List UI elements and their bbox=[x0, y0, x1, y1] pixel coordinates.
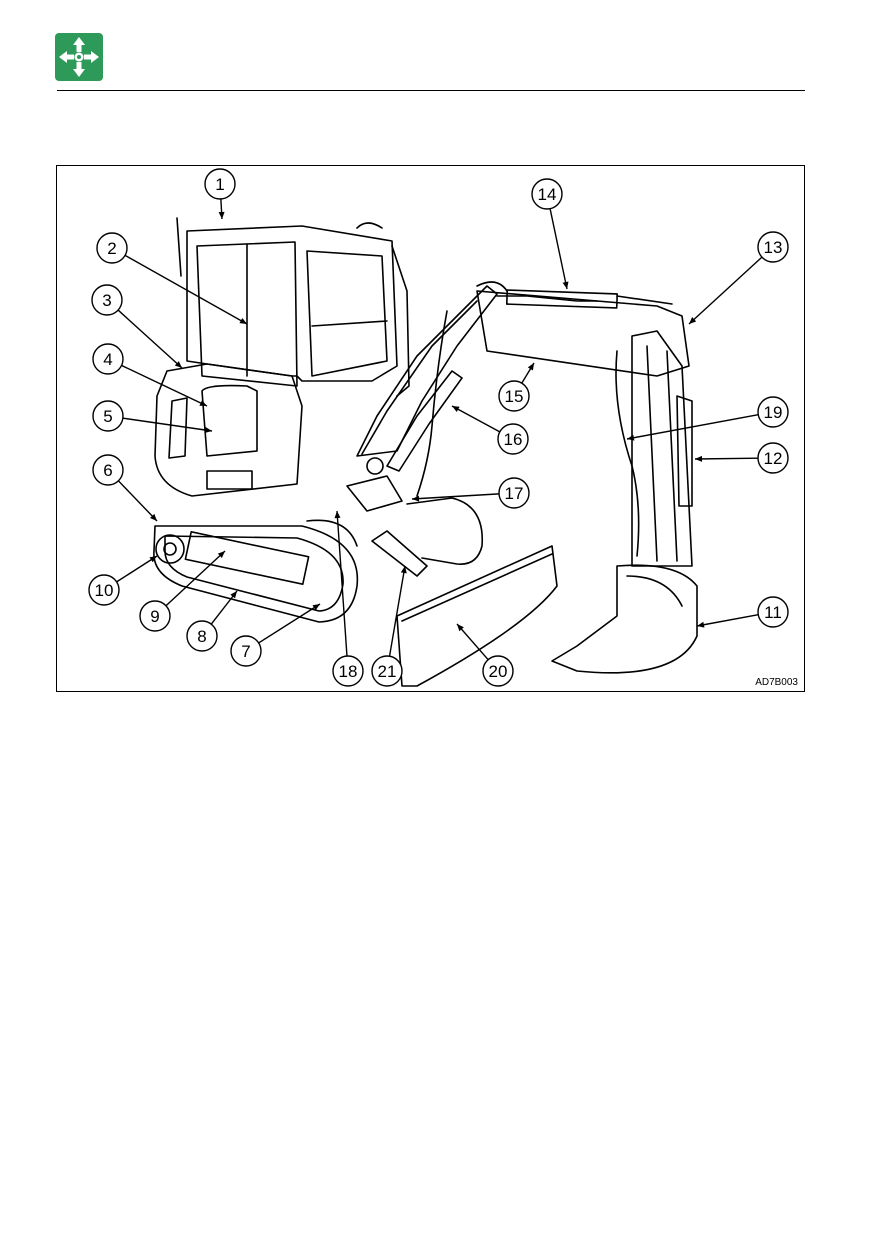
callout-leader-16 bbox=[452, 406, 500, 432]
callout-leader-18 bbox=[337, 511, 347, 656]
callout-leader-2 bbox=[125, 255, 247, 324]
callout-number-2: 2 bbox=[107, 239, 116, 258]
callout-number-17: 17 bbox=[505, 484, 524, 503]
callout-number-4: 4 bbox=[103, 350, 112, 369]
callout-number-3: 3 bbox=[102, 291, 111, 310]
callout-number-10: 10 bbox=[95, 581, 114, 600]
callout-number-21: 21 bbox=[378, 662, 397, 681]
callout-leader-14 bbox=[550, 209, 567, 289]
callout-arrowhead-1 bbox=[219, 212, 225, 219]
callout-arrowhead-11 bbox=[697, 622, 704, 628]
callout-number-16: 16 bbox=[504, 430, 523, 449]
callout-number-12: 12 bbox=[764, 449, 783, 468]
callout-leader-12 bbox=[695, 458, 758, 459]
callout-arrowhead-5 bbox=[205, 427, 212, 433]
callout-leader-6 bbox=[118, 481, 157, 521]
callout-number-15: 15 bbox=[505, 387, 524, 406]
callout-number-11: 11 bbox=[764, 603, 782, 622]
callout-leader-4 bbox=[122, 365, 207, 406]
callout-leader-5 bbox=[123, 418, 212, 431]
callout-arrowhead-17 bbox=[412, 496, 419, 502]
callout-leader-10 bbox=[117, 556, 157, 582]
callout-number-1: 1 bbox=[215, 175, 224, 194]
callout-leader-11 bbox=[697, 615, 758, 626]
callout-arrowhead-14 bbox=[563, 282, 569, 289]
header-rule bbox=[57, 90, 805, 91]
callout-number-9: 9 bbox=[150, 607, 159, 626]
callout-arrowhead-18 bbox=[334, 511, 340, 518]
callout-leader-13 bbox=[689, 257, 762, 324]
callout-number-5: 5 bbox=[103, 407, 112, 426]
figure-code: AD7B003 bbox=[755, 677, 798, 688]
callout-number-8: 8 bbox=[197, 627, 206, 646]
callout-leader-9 bbox=[166, 551, 225, 606]
callout-arrowhead-10 bbox=[149, 556, 157, 562]
callout-arrowhead-19 bbox=[627, 435, 634, 441]
callout-number-18: 18 bbox=[339, 662, 358, 681]
callout-leader-7 bbox=[259, 604, 320, 643]
callout-number-14: 14 bbox=[538, 185, 557, 204]
callout-number-13: 13 bbox=[764, 238, 783, 257]
callout-number-7: 7 bbox=[241, 642, 250, 661]
four-way-arrows-icon bbox=[55, 33, 103, 81]
callout-leader-3 bbox=[118, 310, 182, 368]
callout-leader-21 bbox=[390, 566, 405, 656]
callout-number-6: 6 bbox=[103, 461, 112, 480]
callout-number-19: 19 bbox=[764, 403, 783, 422]
callout-number-20: 20 bbox=[489, 662, 508, 681]
callout-arrowhead-12 bbox=[695, 456, 702, 462]
